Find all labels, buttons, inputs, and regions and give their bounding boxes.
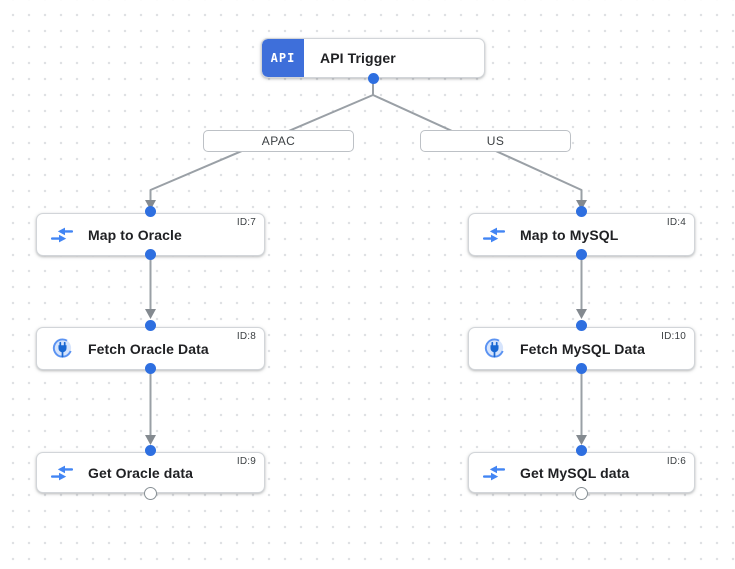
port-in[interactable]	[145, 445, 156, 456]
port-in[interactable]	[576, 320, 587, 331]
task-label: Fetch MySQL Data	[520, 340, 646, 357]
port-in[interactable]	[145, 320, 156, 331]
data-mapping-icon	[482, 461, 506, 485]
trigger-node-api[interactable]: API API Trigger	[261, 38, 485, 78]
connector-icon	[482, 337, 506, 361]
edge-label-text: US	[486, 134, 505, 148]
port-end[interactable]	[144, 486, 157, 500]
edge-label-apac[interactable]: APAC	[203, 130, 354, 152]
task-label: Map to Oracle	[88, 226, 182, 243]
task-id: ID:6	[666, 456, 686, 467]
task-node-fetch-oracle-data[interactable]: Fetch Oracle Data ID:8	[36, 327, 265, 370]
task-label: Get MySQL data	[520, 464, 630, 481]
task-id: ID:8	[236, 331, 256, 342]
port-in[interactable]	[145, 206, 156, 217]
port-out[interactable]	[145, 249, 156, 260]
edge-label-text: APAC	[261, 134, 296, 148]
port-out[interactable]	[145, 363, 156, 374]
data-mapping-icon	[50, 461, 74, 485]
connector-icon	[50, 337, 74, 361]
port-end[interactable]	[575, 486, 588, 500]
trigger-label: API Trigger	[320, 50, 396, 66]
task-node-get-oracle-data[interactable]: Get Oracle data ID:9	[36, 452, 265, 493]
task-label: Get Oracle data	[88, 464, 193, 481]
task-label: Fetch Oracle Data	[88, 340, 209, 357]
task-label: Map to MySQL	[520, 226, 619, 243]
data-mapping-icon	[482, 223, 506, 247]
api-trigger-icon: API	[262, 39, 304, 77]
port-in[interactable]	[576, 445, 587, 456]
port-out[interactable]	[576, 363, 587, 374]
task-id: ID:7	[236, 217, 256, 228]
port-trigger-out[interactable]	[367, 72, 379, 84]
task-id: ID:10	[661, 331, 686, 342]
task-node-fetch-mysql-data[interactable]: Fetch MySQL Data ID:10	[468, 327, 695, 370]
task-node-map-to-oracle[interactable]: Map to Oracle ID:7	[36, 213, 265, 256]
port-out[interactable]	[576, 249, 587, 260]
port-in[interactable]	[576, 206, 587, 217]
task-id: ID:9	[236, 456, 256, 467]
task-id: ID:4	[666, 217, 686, 228]
edge-label-us[interactable]: US	[420, 130, 571, 152]
data-mapping-icon	[50, 223, 74, 247]
